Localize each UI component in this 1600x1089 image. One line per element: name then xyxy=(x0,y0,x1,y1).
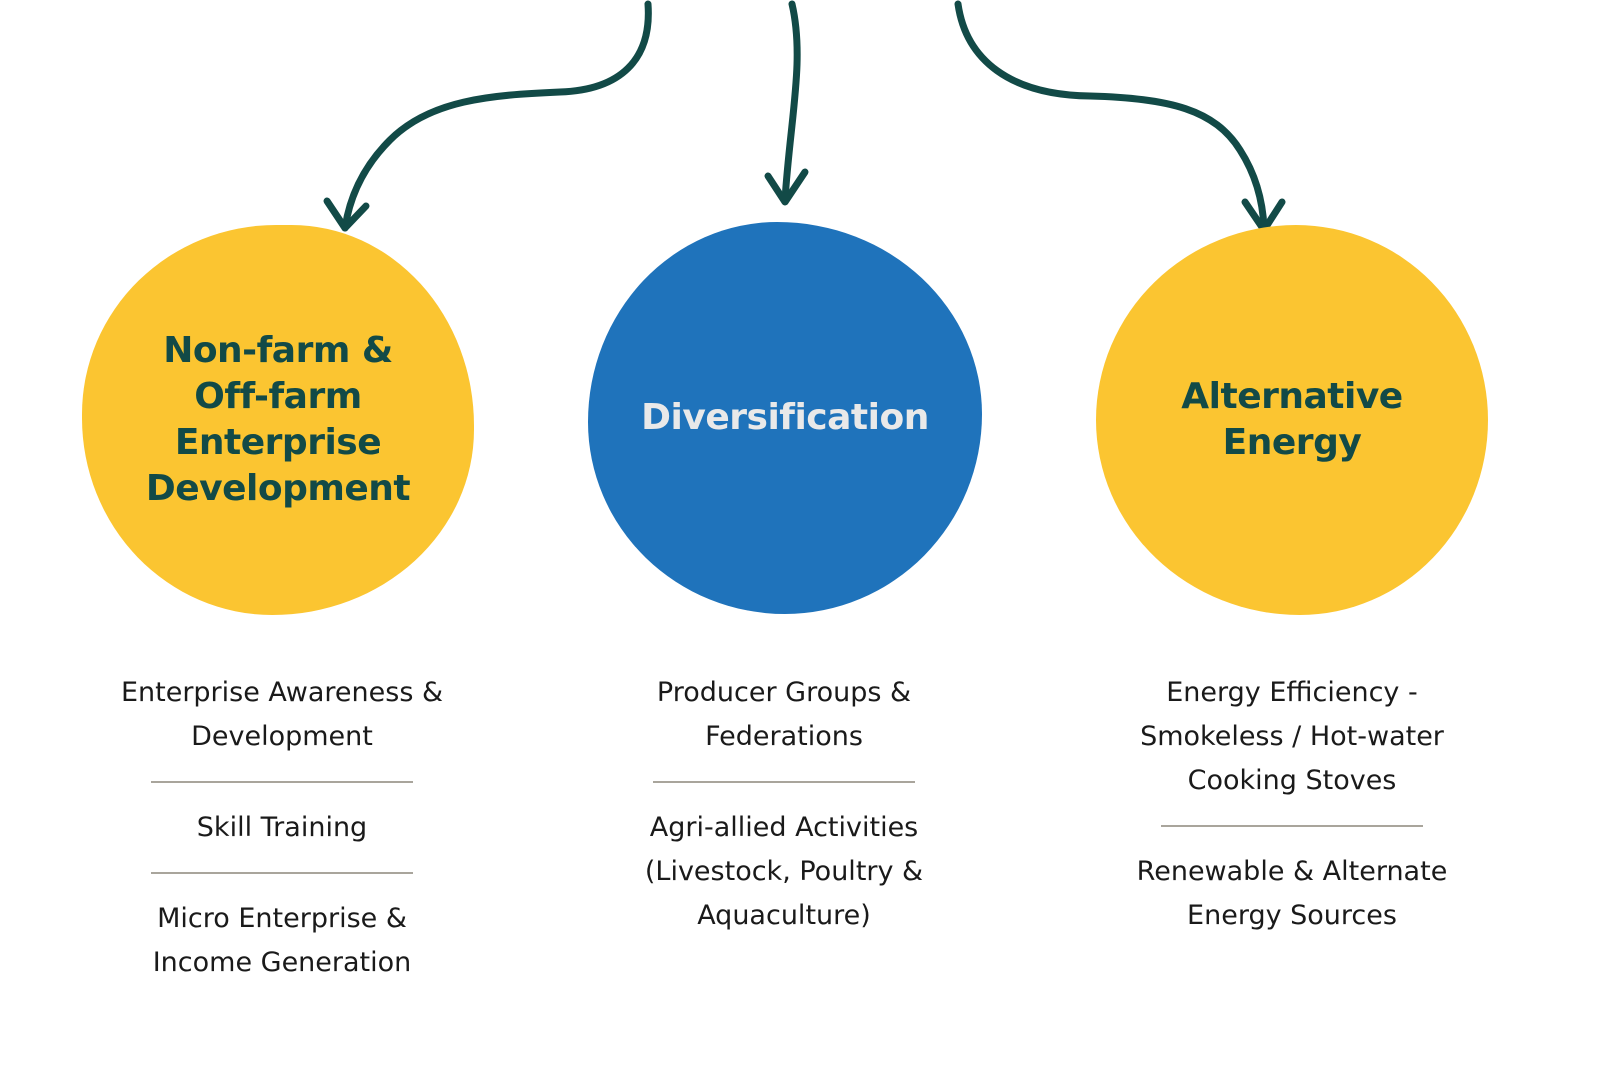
pillar-title-enterprise: Non-farm & Off-farm Enterprise Developme… xyxy=(145,330,411,509)
list-item: Agri-allied Activities (Livestock, Poult… xyxy=(644,812,924,931)
arrow-to-enterprise xyxy=(341,0,652,232)
pillar-title-energy: Alternative Energy xyxy=(1181,376,1403,463)
list-item: Producer Groups & Federations xyxy=(656,677,912,752)
divider xyxy=(151,781,413,783)
arrow-to-diversification xyxy=(781,0,801,204)
arrow-to-energy xyxy=(954,0,1268,232)
divider xyxy=(151,872,413,874)
diversification-activities-list: Producer Groups & Federations Agri-allie… xyxy=(574,671,994,938)
list-item: Micro Enterprise & Income Generation xyxy=(152,903,412,978)
list-item: Energy Efficiency - Smokeless / Hot-wate… xyxy=(1140,677,1444,796)
energy-activities-list: Energy Efficiency - Smokeless / Hot-wate… xyxy=(1082,671,1502,938)
divider xyxy=(653,781,915,783)
pillar-circle-enterprise: Non-farm & Off-farm Enterprise Developme… xyxy=(82,225,474,615)
pillar-circle-energy: Alternative Energy xyxy=(1096,225,1488,615)
pillar-title-diversification: Diversification xyxy=(641,397,929,438)
list-item: Enterprise Awareness & Development xyxy=(120,677,444,752)
enterprise-activities-list: Enterprise Awareness & Development Skill… xyxy=(72,671,492,985)
arrowhead-diversification xyxy=(764,168,809,206)
pillar-circle-diversification: Diversification xyxy=(588,222,982,614)
divider xyxy=(1161,825,1423,827)
list-item: Renewable & Alternate Energy Sources xyxy=(1136,856,1448,931)
arrowhead-enterprise xyxy=(323,197,370,232)
list-item: Skill Training xyxy=(196,812,368,843)
